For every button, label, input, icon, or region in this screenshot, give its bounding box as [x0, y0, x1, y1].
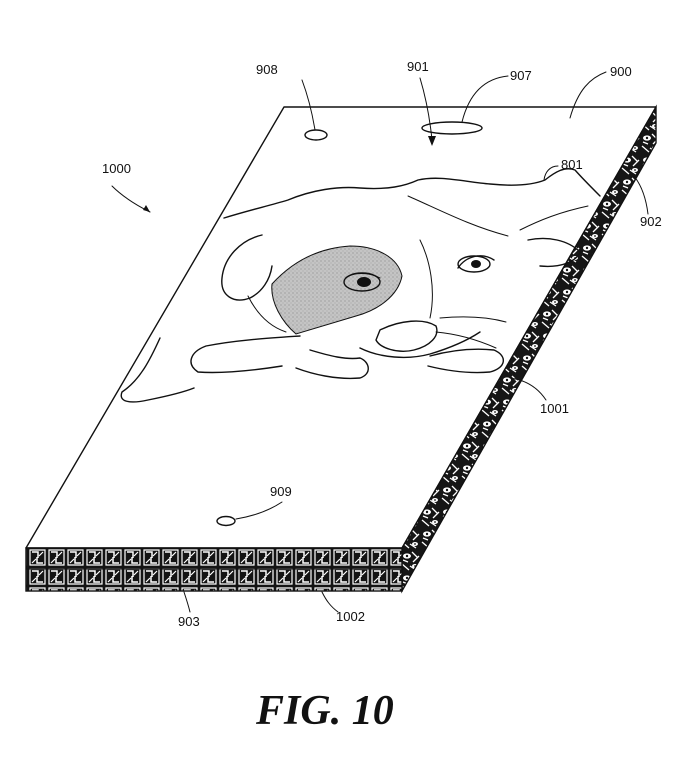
hole-908 [304, 129, 328, 141]
leader-801 [543, 165, 559, 181]
ref-909: 909 [270, 484, 292, 499]
reference-labels: 1000 908 901 907 900 801 902 1001 909 90… [102, 59, 662, 629]
leader-900 [569, 71, 607, 119]
leader-901 [419, 77, 433, 141]
ref-907: 907 [510, 68, 532, 83]
leader-907 [461, 75, 509, 123]
eye-patch [271, 245, 403, 335]
slab-side-face [401, 104, 657, 594]
ref-908: 908 [256, 62, 278, 77]
ref-1001: 1001 [540, 401, 569, 416]
ref-1000: 1000 [102, 161, 131, 176]
leader-1001 [509, 377, 547, 401]
figure-caption: FIG. 10 [255, 688, 394, 734]
leader-1002 [321, 591, 339, 613]
ref-903: 903 [178, 614, 200, 629]
ref-801: 801 [561, 157, 583, 172]
hole-907 [421, 121, 483, 135]
hole-909 [216, 515, 236, 527]
leader-902 [633, 175, 649, 215]
ref-900: 900 [610, 64, 632, 79]
ref-901: 901 [407, 59, 429, 74]
leader-903 [183, 591, 191, 613]
leader-909 [235, 501, 283, 520]
leader-908 [301, 79, 316, 131]
dog-illustration [120, 168, 601, 403]
ref-902: 902 [640, 214, 662, 229]
ref-1002: 1002 [336, 609, 365, 624]
